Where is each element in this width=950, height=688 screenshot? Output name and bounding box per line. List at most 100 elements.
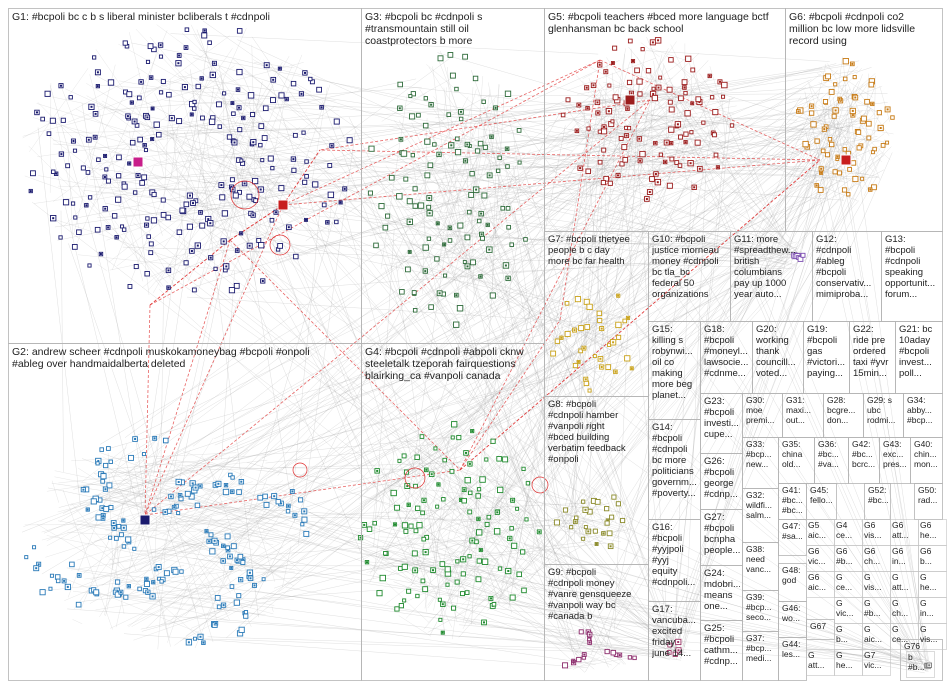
graph-edge [221,270,235,460]
graph-node [382,224,389,231]
graph-node-core [122,519,125,522]
graph-edge [600,631,623,646]
graph-edge [113,194,245,237]
graph-edge [372,524,532,562]
graph-node [406,588,412,594]
graph-edge [241,186,275,204]
graph-node [93,589,100,596]
graph-edge [573,117,610,169]
graph-node [666,86,673,93]
graph-edge [464,569,923,661]
group-frame-g52 [864,483,891,520]
graph-edge [162,85,274,250]
graph-edge [202,456,225,494]
graph-edge [255,247,779,570]
graph-node-core [598,63,601,66]
graph-node [160,78,166,84]
graph-node-core [511,499,514,502]
graph-node-core [577,360,580,363]
graph-edge [451,119,837,596]
graph-node [837,170,843,176]
graph-edge [253,590,672,654]
graph-node [136,95,142,101]
graph-edge [282,545,292,588]
graph-edge [688,62,927,672]
graph-node [615,321,622,329]
graph-edge [95,49,217,224]
graph-edge [169,95,189,279]
graph-edge [606,57,678,164]
graph-edge [381,92,427,122]
graph-node [153,121,160,128]
graph-edge [567,57,656,91]
group-frame-minor [806,519,835,546]
graph-node [468,192,475,198]
graph-node [410,91,416,97]
graph-node [592,528,598,534]
graph-node [263,501,270,508]
graph-node [451,605,457,611]
graph-edge [146,492,223,589]
graph-node-core [600,327,603,330]
graph-edge [501,197,620,586]
graph-node-core [797,110,800,113]
bridge-edge [282,149,321,206]
graph-node-core [645,198,648,200]
graph-edge [442,269,506,287]
graph-node [605,364,612,370]
graph-edge [610,139,648,190]
graph-node [216,604,222,610]
graph-node-core [127,585,130,588]
graph-node [145,216,150,221]
graph-edge [503,262,799,493]
graph-edge [196,29,368,491]
graph-node-core [150,76,153,79]
graph-node [267,155,274,162]
graph-node-core [483,621,485,624]
graph-edge [373,475,387,580]
graph-node-core [190,250,193,252]
graph-node [208,532,214,538]
graph-node [334,219,339,225]
group-frame-g28 [823,393,864,438]
graph-edge [676,129,849,660]
graph-node-core [408,250,411,253]
graph-node-core [630,367,633,370]
graph-node-core [479,275,482,278]
hub-node [277,199,289,211]
graph-node [668,126,675,133]
graph-node [611,494,617,500]
graph-node [578,325,585,332]
graph-edge [105,202,596,312]
graph-node [372,520,377,526]
graph-edge [36,523,115,571]
graph-node [159,579,164,584]
graph-node-core [437,483,440,486]
graph-edge [358,458,393,501]
graph-node-core [94,136,97,139]
graph-edge [670,147,874,657]
graph-edge [214,142,887,439]
group-frame-g43 [879,437,911,484]
graph-edge [410,482,447,583]
graph-edge [134,105,810,437]
graph-edge [614,81,640,295]
graph-node-core [205,530,208,533]
graph-node [219,194,226,201]
graph-edge [245,497,293,567]
graph-node [562,507,569,513]
graph-edge [437,52,673,121]
graph-node [554,338,561,344]
graph-edge [193,67,872,288]
graph-node-core [134,438,137,440]
graph-node [87,263,92,268]
graph-edge [601,167,839,539]
graph-edge [374,508,529,570]
graph-node [60,117,66,123]
graph-node [604,506,610,512]
graph-node [831,113,837,119]
graph-edge [57,185,211,191]
graph-node [229,177,235,183]
graph-edge [673,98,730,641]
graph-edge [41,481,253,541]
